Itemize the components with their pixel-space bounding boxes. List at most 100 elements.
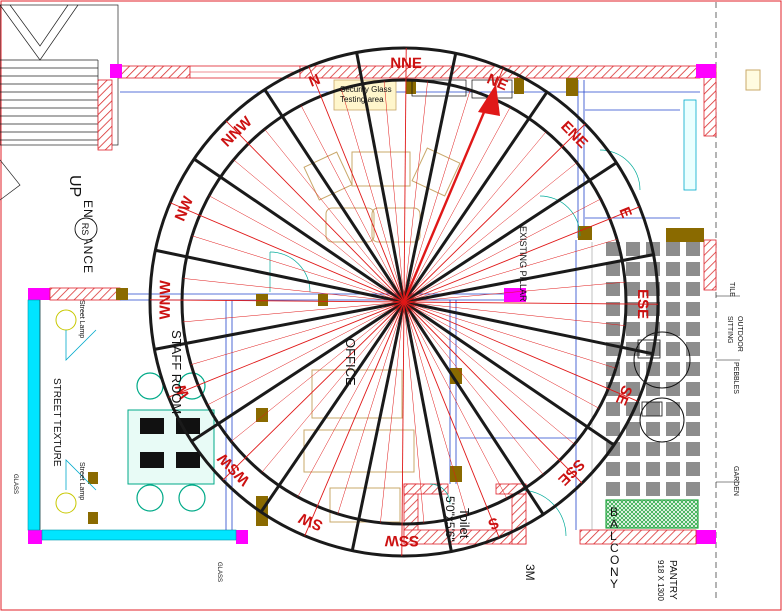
compass-subray <box>403 301 425 524</box>
existing-pillar-box <box>508 290 526 302</box>
compass-sector-line <box>190 300 405 443</box>
security-glass-line-2: Testing area <box>340 95 384 104</box>
balcony-tile <box>606 482 620 496</box>
balcony-tile <box>626 302 640 316</box>
compass-subray <box>182 301 405 323</box>
compass-sector-line <box>403 300 653 356</box>
compass-subray <box>403 281 626 303</box>
security-glass-line-1: Security Glass <box>340 85 392 94</box>
pantry-size-label: 918 X 1300 <box>656 560 665 601</box>
balcony-tile <box>666 342 680 356</box>
up-label: UP <box>66 175 83 197</box>
balcony-tile <box>626 262 640 276</box>
window-frame-right <box>683 99 697 191</box>
compass-sector-line <box>263 88 406 303</box>
balcony-tile <box>686 382 700 396</box>
corner-block <box>696 64 716 78</box>
door-swings <box>269 149 641 537</box>
compass-subray <box>231 301 405 442</box>
compass-ray <box>150 299 405 303</box>
compass-subray <box>403 106 511 303</box>
compass-subray <box>403 81 428 303</box>
compass-label-ne: NE <box>484 71 510 95</box>
toilet-label: Toilet <box>457 508 472 539</box>
compass-subray <box>300 105 405 303</box>
compass-sector-line <box>403 161 618 304</box>
compass-sector-line <box>402 301 453 552</box>
compass-subray <box>403 90 471 303</box>
rs-marker: RS <box>74 217 98 241</box>
balcony-tile <box>686 402 700 416</box>
balcony-tile <box>666 402 680 416</box>
balcony-letter: L <box>610 529 617 543</box>
compass-sector-line <box>155 248 405 304</box>
balcony-bottom-wall <box>579 529 697 545</box>
staff-room-left-glass <box>27 299 41 531</box>
corner-block <box>236 530 248 544</box>
toilet-top-wall <box>403 483 449 495</box>
compass-ray <box>403 48 407 303</box>
compass-subray <box>403 239 618 303</box>
compass-sector-line <box>403 300 615 447</box>
balcony-letter: N <box>610 565 619 579</box>
balcony-tile <box>606 242 620 256</box>
security-glass-box <box>333 79 397 111</box>
staircase <box>0 4 119 201</box>
toilet-size-label: 5'0"x5'6" <box>443 496 457 542</box>
balcony-tile <box>606 462 620 476</box>
compass-subray <box>208 195 405 303</box>
staff-room-bottom-glass <box>41 529 237 541</box>
outdoor-chair <box>637 339 661 359</box>
rs-label: RS <box>80 223 90 236</box>
compass-label-nw: NW <box>172 193 198 223</box>
balcony-letter: B <box>610 505 618 519</box>
balcony-tile <box>626 382 640 396</box>
compass-sector-line <box>403 253 654 304</box>
balcony-planter <box>605 499 699 529</box>
compass-label-se: SE <box>612 383 635 408</box>
street-texture-label: STREET TEXTURE <box>51 378 62 467</box>
compass-ray <box>403 301 583 484</box>
compass-subray <box>192 235 405 303</box>
compass-ray <box>308 66 405 303</box>
pebbles-label: PEBBLES <box>732 362 739 394</box>
corner-block <box>110 64 122 78</box>
compass-subray <box>403 301 575 445</box>
compass-label-wnw: WNW <box>157 279 174 319</box>
balcony-tile <box>626 442 640 456</box>
outdoor-sitting-label: OUTDOOR <box>736 316 743 352</box>
compass-sector-lines <box>154 52 654 552</box>
compass-label-ssw: SSW <box>384 532 419 549</box>
compass-subray <box>337 301 405 514</box>
balcony-tile <box>606 282 620 296</box>
compass-inner-ring <box>180 78 628 526</box>
compass-subray <box>403 301 600 409</box>
compass-subray <box>183 278 405 303</box>
structural-columns <box>88 78 704 526</box>
balcony-tile <box>686 342 700 356</box>
staff-room-label: STAFF ROOM <box>169 330 184 414</box>
compass-subray <box>403 301 508 499</box>
compass-subray <box>403 198 601 303</box>
compass-subray <box>233 159 405 303</box>
balcony-tile <box>666 442 680 456</box>
balcony-tile <box>626 242 640 256</box>
compass-ray <box>401 301 405 556</box>
balcony-tile <box>666 422 680 436</box>
compass-subray <box>383 80 405 303</box>
balcony-tile <box>646 462 660 476</box>
compass-ray <box>225 120 405 303</box>
compass-subray <box>380 301 405 523</box>
compass-label-sw: SW <box>296 509 326 534</box>
compass-subray <box>403 301 625 326</box>
balcony-tile <box>666 262 680 276</box>
north-arrow-shaft <box>402 97 492 303</box>
compass-ray <box>222 301 405 481</box>
balcony-tile <box>686 482 700 496</box>
compass-label-wsw: WSW <box>214 449 254 489</box>
outdoor-table <box>639 397 685 443</box>
compass-subray <box>261 301 405 473</box>
glass-label-bottom: GLASS <box>216 562 222 582</box>
compass-subray <box>403 131 547 303</box>
